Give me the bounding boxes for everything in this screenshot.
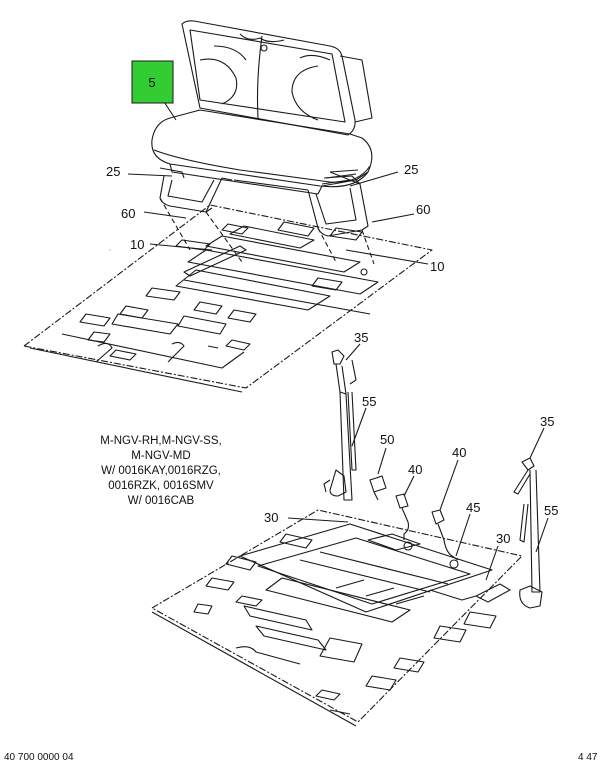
callout-10-right: 10: [430, 259, 444, 274]
callout-55-right: 55: [544, 503, 558, 518]
callout-40-b: 40: [452, 445, 466, 460]
note-line: W/ 0016KAY,0016RZG,: [62, 464, 260, 479]
seat-belt-right: [514, 458, 542, 608]
note-line: 0016RZK, 0016SMV: [62, 479, 260, 494]
note-line: M-NGV-RH,M-NGV-SS,: [62, 434, 260, 449]
note-line: M-NGV-MD: [62, 449, 260, 464]
callout-35-left: 35: [354, 330, 368, 345]
callout-10-left: 10: [130, 237, 144, 252]
seat-belt-left: [324, 350, 356, 500]
callout-45: 45: [466, 500, 480, 515]
leader-lines-upper: [128, 88, 428, 264]
drawing-number: 40 700 0000 04: [4, 752, 74, 763]
callout-30-right: 30: [496, 531, 510, 546]
page-reference: 4 47: [578, 752, 597, 763]
callout-25-right: 25: [404, 162, 418, 177]
callout-55-left: 55: [362, 394, 376, 409]
callout-30-left: 30: [264, 510, 278, 525]
seat-backrest: [182, 21, 372, 135]
callout-5-label: 5: [148, 75, 155, 90]
upper-floor-panel: [24, 205, 432, 392]
callout-40-a: 40: [408, 462, 422, 477]
seat-belt-buckles-center: [370, 476, 458, 560]
callout-25-left: 25: [106, 164, 120, 179]
seat-frame-bracket-left: [160, 168, 242, 262]
applicability-note: M-NGV-RH,M-NGV-SS, M-NGV-MD W/ 0016KAY,0…: [62, 434, 260, 509]
note-line: W/ 0016CAB: [62, 494, 260, 509]
callout-60-left: 60: [121, 206, 135, 221]
lower-floor-panel: [152, 510, 522, 726]
callout-50: 50: [380, 432, 394, 447]
callout-60-right: 60: [416, 202, 430, 217]
callout-35-right: 35: [540, 414, 554, 429]
